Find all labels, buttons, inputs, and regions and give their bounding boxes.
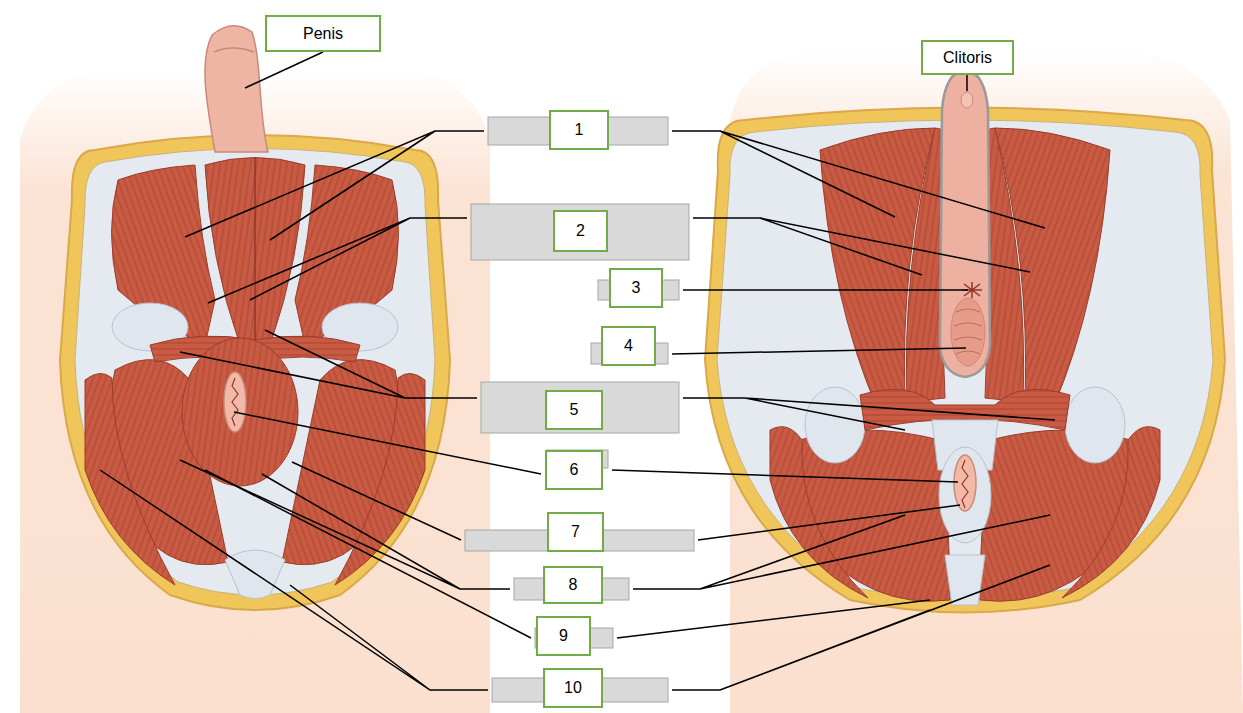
callout-number: 2	[576, 222, 585, 240]
callout-number-box: 2	[553, 210, 608, 252]
callout-number-box: 9	[536, 616, 591, 656]
callout-number-box: 3	[609, 268, 663, 308]
callout-number: 10	[564, 679, 582, 697]
callout-number-box: 10	[543, 668, 603, 708]
callout-number-box: 4	[601, 326, 656, 366]
callout-number: 7	[571, 523, 580, 541]
callout-number: 6	[570, 461, 579, 479]
callout-number: 4	[624, 337, 633, 355]
callout-number: 1	[575, 121, 584, 139]
organ-label-box: Penis	[265, 15, 381, 52]
organ-label-box: Clitoris	[921, 40, 1014, 75]
callout-number-box: 5	[545, 390, 603, 430]
callout-number-box: 6	[545, 450, 603, 490]
organ-label: Penis	[303, 25, 343, 43]
callout-number-box: 1	[549, 110, 609, 150]
callout-number: 8	[569, 576, 578, 594]
organ-label: Clitoris	[943, 49, 992, 67]
callout-number-box: 8	[543, 566, 603, 604]
callout-number-box: 7	[547, 512, 604, 552]
callout-number: 5	[570, 401, 579, 419]
callout-number: 9	[559, 627, 568, 645]
callout-number: 3	[632, 279, 641, 297]
